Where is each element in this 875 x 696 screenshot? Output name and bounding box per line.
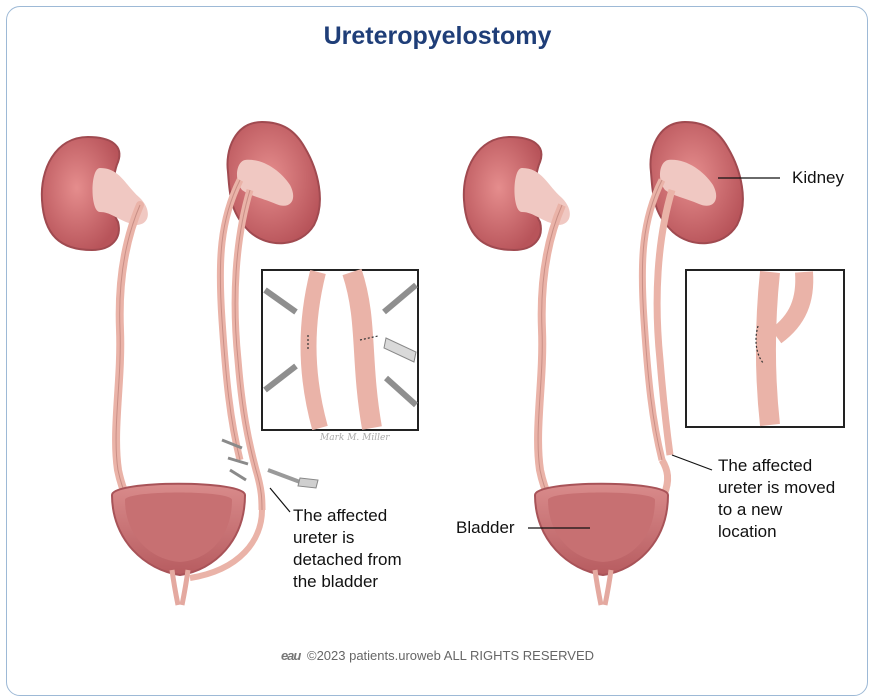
illustration: Mark M. Miller [0,0,875,682]
eau-logo: eau [281,648,300,663]
label-detached-line: ureter is [293,527,402,549]
label-moved: The affected ureter is moved to a new lo… [718,455,835,543]
inset-detachment [262,270,418,430]
label-detached: The affected ureter is detached from the… [293,505,402,593]
inset-reconnection [686,270,844,427]
artist-signature: Mark M. Miller [319,433,390,443]
label-moved-line: ureter is moved [718,477,835,499]
label-moved-line: The affected [718,455,835,477]
copyright-text: ©2023 patients.uroweb ALL RIGHTS RESERVE… [307,648,594,663]
label-kidney: Kidney [792,167,844,189]
label-moved-line: location [718,521,835,543]
label-detached-line: The affected [293,505,402,527]
label-detached-line: detached from [293,549,402,571]
label-bladder: Bladder [456,517,515,539]
copyright-footer: eau ©2023 patients.uroweb ALL RIGHTS RES… [0,648,875,663]
label-moved-line: to a new [718,499,835,521]
bladder-right [535,484,668,605]
label-detached-line: the bladder [293,571,402,593]
bladder-left [112,484,245,605]
